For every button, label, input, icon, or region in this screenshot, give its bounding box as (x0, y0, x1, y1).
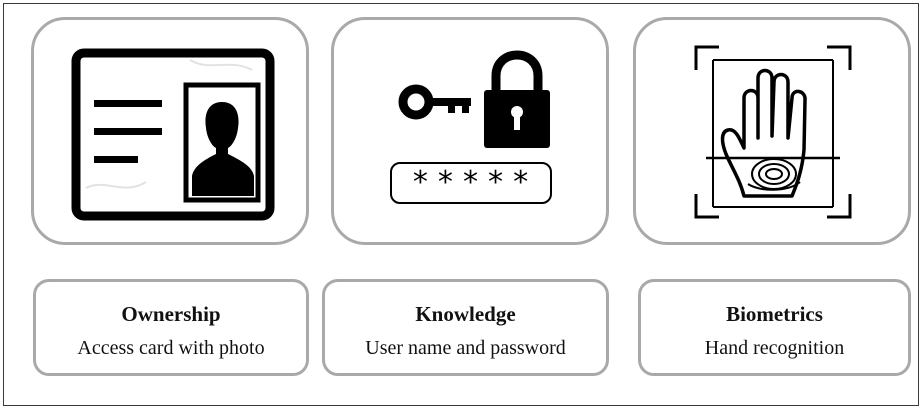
hand-scan-icon (694, 45, 852, 219)
knowledge-title: Knowledge (415, 302, 516, 326)
key-lock-icon (398, 50, 550, 148)
biometrics-title: Biometrics (726, 302, 823, 326)
ownership-title: Ownership (121, 302, 221, 326)
password-mask: ***** (411, 165, 537, 200)
ownership-label-box: Ownership Access card with photo (33, 279, 309, 376)
id-card-icon (71, 48, 275, 221)
biometrics-icon-box (633, 17, 911, 245)
ownership-icon-box (31, 17, 309, 245)
knowledge-icon-box: ***** (331, 17, 609, 245)
knowledge-subtitle: User name and password (365, 337, 566, 359)
password-field: ***** (390, 162, 552, 204)
knowledge-label-box: Knowledge User name and password (322, 279, 609, 376)
ownership-subtitle: Access card with photo (77, 337, 265, 359)
biometrics-subtitle: Hand recognition (704, 337, 845, 359)
biometrics-label-box: Biometrics Hand recognition (638, 279, 911, 376)
